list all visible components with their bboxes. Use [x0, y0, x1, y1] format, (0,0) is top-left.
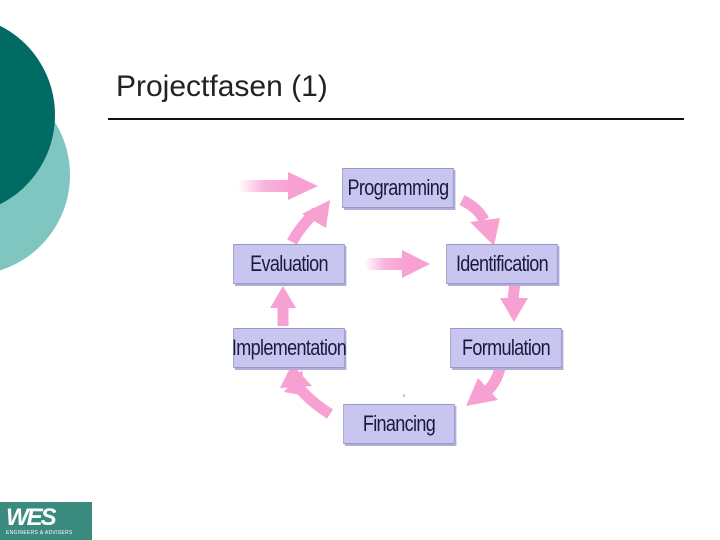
entry-arrow-programming — [238, 172, 318, 200]
phase-label-financing: Financing — [362, 411, 436, 436]
dark-teal-circle — [0, 25, 55, 205]
phase-label-evaluation: Evaluation — [250, 251, 328, 276]
logo-brand: WES — [6, 504, 57, 531]
phase-label-identification: Identification — [455, 251, 549, 276]
company-logo: WES ENGINEERS & ADVISERS — [0, 502, 92, 540]
decorative-circles — [0, 25, 70, 271]
phase-label-programming: Programming — [347, 175, 449, 200]
arrow-financing-to-implementation — [280, 364, 333, 419]
phase-label-formulation: Formulation — [461, 335, 551, 360]
phase-box-implementation: Implementation — [231, 328, 347, 368]
arrow-programming-to-identification — [459, 195, 500, 246]
phase-box-evaluation: Evaluation — [233, 244, 345, 284]
page-title: Projectfasen (1) — [116, 70, 328, 103]
logo-tagline: ENGINEERS & ADVISERS — [6, 530, 73, 536]
arrow-formulation-to-financing — [466, 366, 506, 406]
title-divider — [108, 118, 684, 120]
phase-box-financing: Financing — [343, 404, 455, 444]
phase-label-implementation: Implementation — [231, 335, 347, 360]
arrow-evaluation-to-programming — [287, 200, 330, 245]
phase-box-identification: Identification — [446, 244, 558, 284]
phase-box-formulation: Formulation — [450, 328, 562, 368]
arrow-identification-to-formulation — [500, 281, 528, 322]
phase-box-programming: Programming — [342, 168, 454, 208]
stray-mark — [403, 394, 405, 397]
arrow-implementation-to-evaluation — [270, 286, 296, 326]
entry-arrow-identification — [364, 250, 430, 278]
